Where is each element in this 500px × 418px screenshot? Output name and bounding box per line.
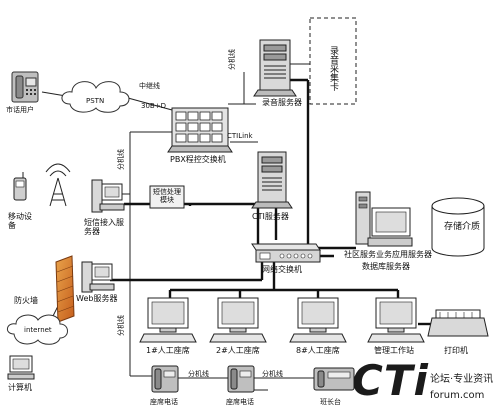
storage-label: 存储介质 bbox=[444, 222, 481, 232]
ext-line-label-b1: 分机线 bbox=[188, 370, 209, 378]
web-server-icon bbox=[81, 261, 115, 293]
network-cables bbox=[110, 78, 440, 326]
pbx-label: PBX程控交换机 bbox=[170, 155, 226, 164]
mgmt-label: 管理工作站 bbox=[374, 346, 414, 355]
sms-server-icon bbox=[91, 179, 125, 213]
sms-server-label: 短信接入服务器 bbox=[84, 218, 124, 236]
agent-8-workstation-icon bbox=[289, 297, 347, 343]
recording-server-icon bbox=[253, 39, 297, 97]
computer-icon bbox=[7, 355, 35, 380]
firewall-icon bbox=[55, 255, 75, 323]
agent-1-label: 1#人工座席 bbox=[146, 346, 190, 355]
agent-1-workstation-icon bbox=[139, 297, 197, 343]
network-switch-icon bbox=[251, 243, 321, 263]
seat-phone-icon bbox=[151, 365, 179, 393]
mobile-device-icon bbox=[13, 172, 27, 201]
phone-user-icon bbox=[11, 71, 39, 103]
watermark-line1: 论坛·专业资讯 bbox=[430, 374, 494, 385]
attendant-label: 班长台 bbox=[320, 398, 341, 406]
mobile-label: 移动设备 bbox=[8, 212, 32, 230]
seat-phone-2-icon bbox=[227, 365, 255, 393]
recording-card-box bbox=[309, 17, 357, 105]
cti-server-label: CTI服务器 bbox=[252, 212, 289, 221]
web-server-label: Web服务器 bbox=[76, 294, 118, 303]
storage-cylinder-icon bbox=[431, 197, 485, 257]
printer-label: 打印机 bbox=[444, 346, 468, 355]
watermark-line2: forum.com bbox=[430, 390, 485, 401]
agent-2-label: 2#人工座席 bbox=[216, 346, 260, 355]
seat-phone-label: 座席电话 bbox=[150, 398, 178, 406]
antenna-tower-icon bbox=[45, 163, 71, 207]
ext-line-label-low: 分机线 bbox=[117, 315, 125, 336]
internet-label: internet bbox=[24, 326, 52, 334]
db-server-label: 数据库服务器 bbox=[362, 262, 410, 271]
printer-icon bbox=[427, 309, 489, 337]
mgmt-workstation-icon bbox=[367, 297, 425, 343]
ext-line-label-top: 分机线 bbox=[228, 49, 236, 70]
pstn-cloud-icon bbox=[61, 81, 130, 113]
watermark-logo: CTi bbox=[352, 356, 429, 405]
switch-label: 网络交换机 bbox=[262, 265, 302, 274]
connection-lines bbox=[41, 72, 314, 391]
internet-cloud-icon bbox=[7, 314, 68, 345]
phone-user-label: 市话用户 bbox=[6, 106, 34, 114]
ext-line-label-b2: 分机线 bbox=[262, 370, 283, 378]
ext-line-label-mid: 分机线 bbox=[117, 149, 125, 170]
trunk-spec-label: 30B+D bbox=[141, 102, 166, 110]
agent-8-label: 8#人工座席 bbox=[296, 346, 340, 355]
pbx-switch-icon bbox=[167, 107, 233, 153]
seat-phone-2-label: 座席电话 bbox=[226, 398, 254, 406]
recording-server-label: 录音服务器 bbox=[262, 98, 302, 107]
app-server-label: 社区服务业务应用服务器 bbox=[344, 250, 432, 259]
firewall-label: 防火墙 bbox=[14, 296, 38, 305]
trunk-label: 中继线 bbox=[139, 82, 160, 90]
attendant-console-icon bbox=[313, 367, 355, 391]
sms-module-box bbox=[149, 185, 185, 209]
sms-module-label: 短信处理模块 bbox=[153, 188, 181, 204]
pstn-label: PSTN bbox=[86, 97, 105, 105]
cti-server-icon bbox=[251, 151, 293, 209]
app-db-server-icon bbox=[355, 191, 413, 247]
agent-2-workstation-icon bbox=[209, 297, 267, 343]
cti-link-label: CTILink bbox=[227, 132, 253, 140]
recording-card-label: 录音采集卡 bbox=[328, 46, 338, 91]
computer-label: 计算机 bbox=[8, 383, 32, 392]
